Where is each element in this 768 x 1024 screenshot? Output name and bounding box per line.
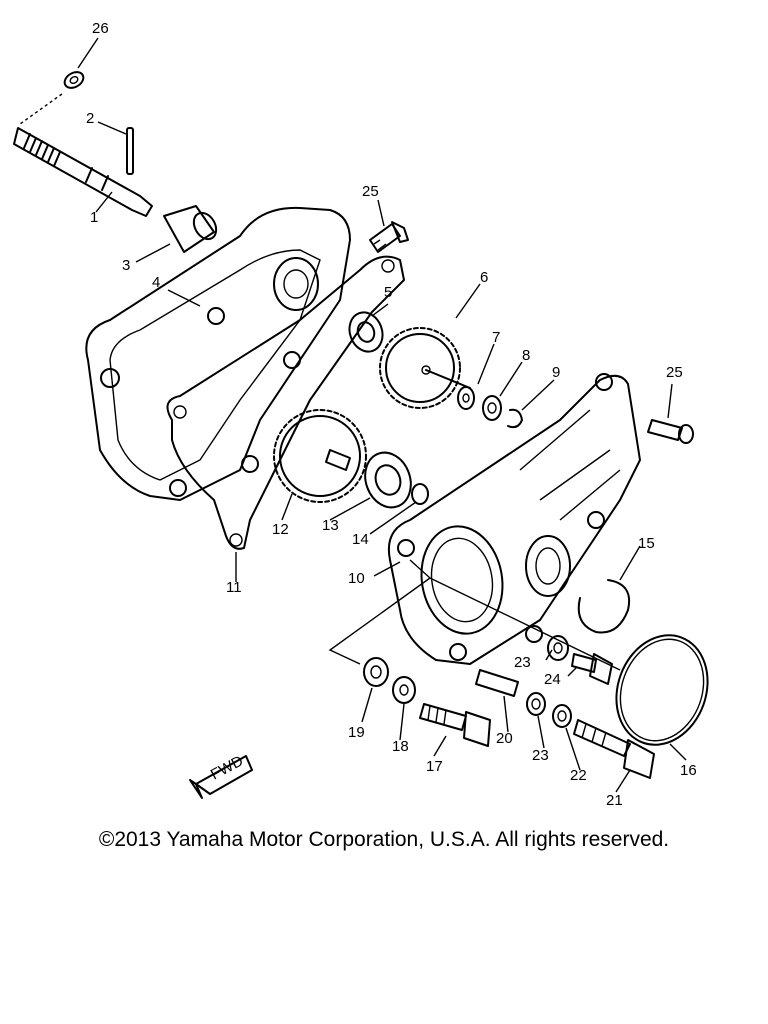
- part-26-washer: [63, 71, 85, 89]
- part-5-bearing: [348, 311, 384, 353]
- part-17-bolt: [419, 703, 491, 747]
- part-24-bolt: [571, 653, 613, 685]
- part-23-washer-upper: [547, 635, 569, 661]
- callout-2: 2: [86, 110, 94, 127]
- fwd-arrow-icon: FWD: [189, 752, 253, 799]
- callout-23-upper: 23: [514, 654, 531, 671]
- part-21-bolt: [573, 719, 655, 779]
- callout-6: 6: [480, 269, 488, 286]
- callout-20: 20: [496, 730, 513, 747]
- part-1-shaft: [13, 127, 153, 217]
- part-10-cover: [388, 373, 641, 665]
- callout-13: 13: [322, 517, 339, 534]
- callout-1: 1: [90, 209, 98, 226]
- callout-9: 9: [552, 364, 560, 381]
- callout-21: 21: [606, 792, 623, 809]
- part-22-washer: [552, 704, 572, 728]
- part-3-collar: [163, 205, 218, 253]
- part-4-housing: [85, 206, 351, 501]
- callout-24: 24: [544, 671, 561, 688]
- callout-16: 16: [680, 762, 697, 779]
- part-16-o-ring: [615, 634, 709, 746]
- leader-lines: [77, 37, 687, 793]
- callout-25-right: 25: [666, 364, 683, 381]
- callout-7: 7: [492, 329, 500, 346]
- callout-5: 5: [384, 284, 392, 301]
- part-14-circlip: [411, 483, 429, 505]
- part-12-gear: [273, 409, 367, 503]
- part-23-washer-lower: [526, 692, 546, 716]
- part-11-gasket: [166, 255, 405, 550]
- callout-12: 12: [272, 521, 289, 538]
- callout-4: 4: [152, 274, 160, 291]
- callout-10: 10: [348, 570, 365, 587]
- part-7-washer: [457, 386, 475, 410]
- dashed-guide-cover: [328, 559, 621, 671]
- callout-11: 11: [226, 579, 242, 596]
- part-6-gear: [379, 327, 471, 409]
- callout-labels: 26 2 1 3 4 25 5 6 7 8 9 25 12 13 14 11 1…: [86, 20, 697, 809]
- part-8-washer: [482, 395, 502, 421]
- callout-3: 3: [122, 257, 130, 274]
- callout-23-lower: 23: [532, 747, 549, 764]
- fwd-label: FWD: [208, 752, 246, 783]
- part-20-dowel: [475, 669, 519, 697]
- part-15-circlip: [577, 579, 630, 634]
- callout-8: 8: [522, 347, 530, 364]
- callout-22: 22: [570, 767, 587, 784]
- dashed-guide-26: [19, 93, 63, 125]
- callout-19: 19: [348, 724, 365, 741]
- callout-17: 17: [426, 758, 443, 775]
- part-2-pin: [126, 127, 134, 175]
- part-25-screw-right: [647, 419, 694, 444]
- callout-14: 14: [352, 531, 369, 548]
- part-25-screw-top: [369, 221, 409, 253]
- part-19-washer: [363, 657, 389, 687]
- callout-18: 18: [392, 738, 409, 755]
- callout-15: 15: [638, 535, 655, 552]
- part-9-circlip: [507, 408, 523, 429]
- copyright-notice: ©2013 Yamaha Motor Corporation, U.S.A. A…: [98, 828, 670, 851]
- part-13-bearing: [364, 451, 412, 509]
- part-18-washer: [392, 676, 416, 704]
- callout-25-top: 25: [362, 183, 379, 200]
- callout-26: 26: [92, 20, 109, 37]
